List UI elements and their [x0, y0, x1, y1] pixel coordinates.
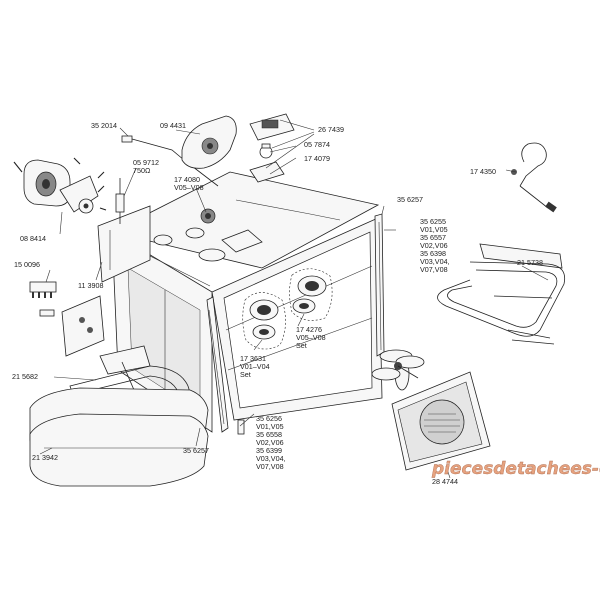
- meat-probe: [511, 142, 557, 213]
- fan-housing-cover: [181, 115, 237, 169]
- terminal-block: [29, 281, 57, 298]
- label-35-6255-group: 35 6255 V01,V05 35 6557 V02,V06 35 6398 …: [420, 217, 450, 274]
- label-21-5682: 21 5682: [12, 372, 38, 381]
- leader-lines: [39, 119, 549, 479]
- label-05-7874: 05 7874: [304, 140, 330, 149]
- fan-cover-plate: [391, 371, 491, 471]
- label-35-6257-bottom: 35 6257: [183, 446, 209, 455]
- label-11-3908: 11 3908: [78, 281, 104, 290]
- label-17-4079: 17 4079: [304, 154, 330, 163]
- label-26-7439: 26 7439: [318, 125, 344, 134]
- oven-lamp: [249, 113, 295, 183]
- resistor-750-ohm: [115, 178, 125, 224]
- fan-blade: [371, 349, 425, 391]
- label-21-5738: 21 5738: [517, 258, 543, 267]
- watermark-text: piecesdetachees-elec.com: [431, 459, 600, 479]
- label-21-3942: 21 3942: [32, 453, 58, 462]
- shelf-runners: [206, 213, 385, 435]
- label-17-4080: 17 4080 V05–V08: [174, 175, 204, 192]
- control-plate: [39, 295, 105, 357]
- motor: [13, 157, 107, 214]
- label-08-8414: 08 8414: [20, 234, 46, 243]
- label-09-4431: 09 4431: [160, 121, 186, 130]
- label-15-0096: 15 0096: [14, 260, 40, 269]
- label-35-2014: 35 2014: [91, 121, 117, 130]
- fan-pads: [242, 268, 333, 350]
- label-05-9712: 05 9712 750Ω: [133, 158, 159, 175]
- label-28-4744: 28 4744: [432, 477, 458, 486]
- label-35-6257-top: 35 6257: [397, 195, 423, 204]
- label-17-3631-set: 17 3631 V01–V04 Set: [240, 354, 270, 379]
- watermark-logo: piecesdetachees-elec.com: [431, 459, 600, 479]
- grill-heating-element: [437, 243, 566, 345]
- insulation-mats: [29, 387, 209, 487]
- label-35-6256-group: 35 6256 V01,V05 35 6558 V02,V06 35 6399 …: [256, 414, 286, 471]
- label-17-4350: 17 4350: [470, 167, 496, 176]
- oven-cavity: [97, 171, 383, 433]
- label-17-4276-set: 17 4276 V05–V08 Set: [296, 325, 326, 350]
